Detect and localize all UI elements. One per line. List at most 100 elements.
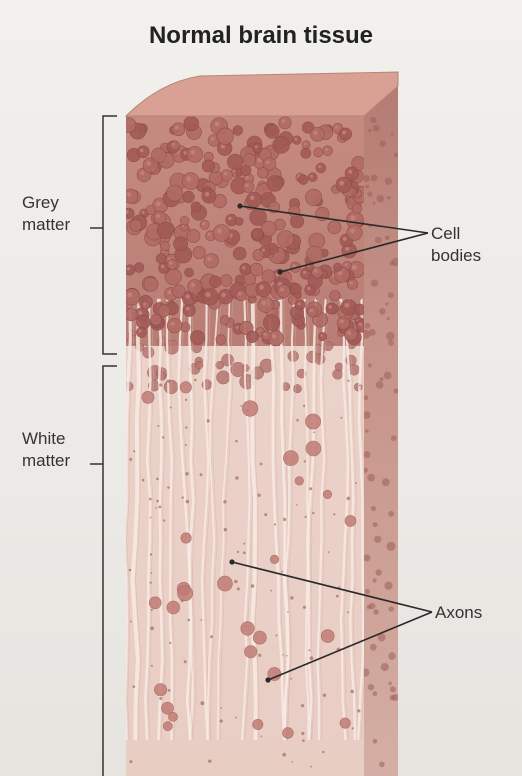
side-cell	[390, 132, 394, 136]
white-matter-cell	[339, 717, 351, 729]
cell-body	[190, 201, 202, 213]
glial-dot	[149, 497, 152, 501]
glial-dot	[129, 457, 133, 461]
glial-dot	[312, 511, 315, 515]
axon-fiber-edge	[126, 299, 134, 741]
cell-body	[192, 246, 206, 260]
cell-body	[186, 146, 204, 163]
side-cell	[377, 633, 386, 642]
glial-dot	[235, 716, 237, 719]
side-cell	[381, 478, 390, 487]
cell-nucleus	[190, 150, 196, 155]
white-matter-cell	[252, 718, 264, 730]
glial-dot	[156, 477, 159, 481]
cell-body	[212, 224, 231, 242]
axon-fiber	[306, 298, 318, 741]
glial-dot	[150, 608, 153, 612]
cell-body	[153, 210, 167, 225]
side-cell	[388, 681, 392, 686]
cell-nucleus	[155, 201, 161, 206]
cell-nucleus	[138, 310, 143, 315]
cell-nucleus	[337, 270, 343, 276]
white-matter-cell	[148, 596, 162, 610]
glial-dot	[223, 527, 227, 532]
white-matter-cell	[305, 413, 321, 430]
side-cell	[390, 435, 397, 442]
axon-fiber	[126, 298, 132, 741]
glial-dot	[132, 685, 136, 688]
side-cell	[370, 505, 376, 512]
axon-fiber	[177, 298, 194, 741]
transition-cell	[323, 340, 334, 352]
cell-body	[242, 153, 256, 167]
white-matter-cell	[162, 721, 173, 732]
side-cell	[388, 339, 394, 346]
cell-body	[190, 330, 206, 346]
cell-nucleus	[350, 228, 355, 234]
side-cell	[367, 683, 375, 691]
glial-dot	[338, 586, 341, 589]
glial-dot	[333, 513, 336, 516]
cell-body	[252, 142, 263, 154]
glial-dot	[156, 499, 159, 503]
glial-dot	[308, 649, 311, 652]
cell-body	[338, 127, 352, 141]
side-cell	[364, 588, 370, 595]
cell-nucleus	[348, 169, 353, 174]
cell-nucleus	[140, 148, 144, 153]
glial-dot	[167, 689, 171, 692]
cell-nucleus	[351, 265, 357, 270]
cell-nucleus	[314, 269, 318, 273]
glial-dot	[281, 570, 283, 573]
cell-body	[260, 220, 277, 237]
transition-cell	[216, 370, 231, 385]
glial-dot	[200, 701, 205, 706]
glial-dot	[129, 760, 133, 764]
transition-cell	[353, 382, 363, 392]
cell-body	[203, 253, 219, 269]
white-matter-cell	[305, 440, 322, 457]
cell-body	[179, 216, 190, 226]
axons-leader-2	[267, 611, 433, 681]
cell-nucleus	[350, 215, 356, 221]
glial-dot	[210, 635, 214, 639]
glial-dot	[200, 619, 203, 621]
side-cell	[364, 329, 371, 339]
axons-pointer-1	[229, 559, 235, 565]
cell-nucleus	[207, 232, 211, 236]
side-cell	[364, 467, 368, 473]
cell-body	[215, 334, 227, 345]
glial-dot	[301, 731, 305, 736]
glial-dot	[149, 581, 152, 584]
cell-body	[261, 269, 276, 284]
cell-nucleus	[292, 264, 296, 268]
cell-body	[313, 147, 324, 158]
cell-body	[318, 332, 328, 342]
glial-dot	[300, 704, 305, 708]
axon-fiber-edge	[309, 299, 320, 741]
transition-cell	[348, 364, 360, 376]
side-cell	[364, 175, 370, 183]
cell-body	[242, 180, 255, 193]
cell-body	[266, 175, 284, 192]
cell-body	[325, 302, 338, 315]
cell-nucleus	[238, 292, 242, 296]
grey-matter-label: Grey matter	[22, 192, 70, 236]
glial-dot	[167, 486, 170, 489]
axon-fiber-edge	[287, 299, 298, 741]
cell-body	[126, 207, 135, 220]
glial-dot	[258, 653, 262, 657]
cell-body	[264, 123, 280, 139]
cell-body	[344, 166, 360, 181]
cell-body	[302, 121, 315, 134]
glial-dot	[184, 443, 187, 446]
cell-body	[257, 167, 269, 179]
cell-body	[186, 229, 201, 243]
axon-fiber-edge	[204, 299, 212, 741]
cell-nucleus	[303, 270, 307, 274]
cell-body	[310, 127, 325, 142]
cell-body	[347, 278, 359, 290]
cell-body	[298, 174, 309, 185]
cell-body	[261, 330, 272, 341]
axon-fiber-edge	[135, 299, 143, 741]
